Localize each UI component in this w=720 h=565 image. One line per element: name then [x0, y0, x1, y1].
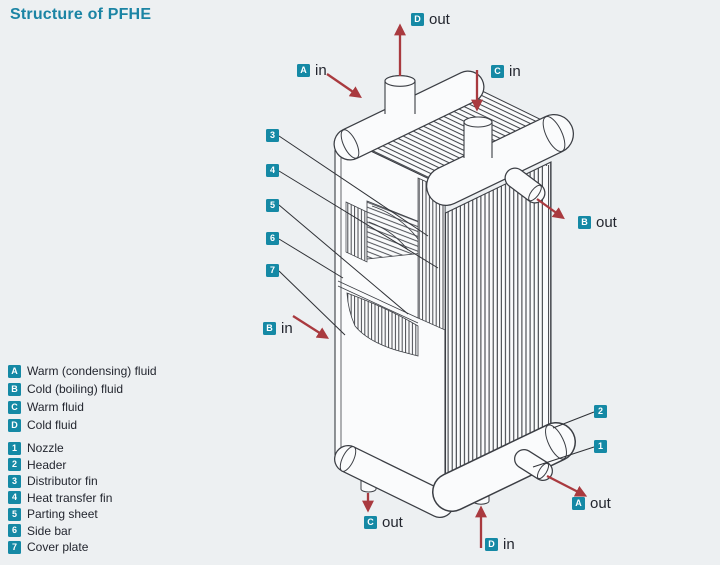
legend-fluid-row-d: D Cold fluid: [8, 418, 157, 432]
bottom-right-header: [432, 422, 576, 512]
legend-parts: 1 Nozzle 2 Header 3 Distributor fin 4 He…: [8, 441, 112, 557]
stream-badge-b: B: [578, 216, 591, 229]
callout-badge-7: 7: [266, 264, 279, 277]
flow-label-a-out: A out: [572, 495, 611, 512]
legend-part-row-2: 2 Header: [8, 458, 112, 472]
legend-part-row-6: 6 Side bar: [8, 524, 112, 538]
legend-fluid-row-b: B Cold (boiling) fluid: [8, 382, 157, 396]
top-left-header: [333, 70, 485, 161]
callout-badge-1: 1: [594, 440, 607, 453]
legend-label: Cold fluid: [27, 418, 78, 432]
callout-badge-6: 6: [266, 232, 279, 245]
flow-arrow-a-in: [326, 73, 362, 99]
callout-badge-5: 5: [266, 199, 279, 212]
legend-fluid-row-a: A Warm (condensing) fluid: [8, 364, 157, 378]
stream-badge-a: A: [297, 64, 310, 77]
stream-badge-c: C: [491, 65, 504, 78]
flow-label-b-in: B in: [263, 320, 293, 337]
legend-key-badge: 6: [8, 524, 21, 537]
flow-direction-label: in: [509, 63, 521, 80]
stream-badge-c: C: [364, 516, 377, 529]
legend-part-row-7: 7 Cover plate: [8, 540, 112, 554]
flow-direction-label: out: [590, 495, 611, 512]
legend-part-row-5: 5 Parting sheet: [8, 507, 112, 521]
legend-part-row-1: 1 Nozzle: [8, 441, 112, 455]
legend-part-row-4: 4 Heat transfer fin: [8, 491, 112, 505]
legend-label: Distributor fin: [27, 474, 98, 488]
legend-fluids: A Warm (condensing) fluid B Cold (boilin…: [8, 364, 157, 436]
flow-label-c-out: C out: [364, 514, 403, 531]
legend-label: Warm (condensing) fluid: [27, 364, 157, 378]
flow-arrow-a-out: [546, 474, 588, 497]
legend-key-badge: 5: [8, 507, 21, 521]
side-bar-edge-band: [345, 201, 368, 263]
stream-badge-d: D: [485, 538, 498, 551]
flow-arrow-b-out: [536, 198, 565, 220]
flow-direction-label: out: [429, 11, 450, 28]
flow-direction-label: in: [503, 536, 515, 553]
legend-part-row-3: 3 Distributor fin: [8, 474, 112, 488]
legend-key-badge: C: [8, 400, 21, 414]
legend-key-badge: 4: [8, 491, 21, 504]
page-title: Structure of PFHE: [10, 6, 152, 23]
legend-label: Header: [27, 457, 67, 472]
legend-label: Side bar: [27, 523, 72, 538]
stream-badge-a: A: [572, 497, 585, 510]
flow-label-d-out: D out: [411, 11, 450, 28]
legend-fluid-row-c: C Warm fluid: [8, 400, 157, 414]
nozzle-c-in: [463, 116, 493, 158]
flow-label-d-in: D in: [485, 536, 515, 553]
legend-key-badge: 7: [8, 540, 21, 554]
callout-badge-2: 2: [594, 405, 607, 418]
legend-label: Cold (boiling) fluid: [27, 382, 124, 396]
legend-key-badge: 3: [8, 474, 21, 488]
legend-key-badge: D: [8, 418, 21, 432]
legend-key-badge: 2: [8, 458, 21, 471]
flow-direction-label: in: [315, 62, 327, 79]
top-right-header: [426, 114, 574, 206]
flow-arrows: [292, 23, 588, 548]
stream-badge-b: B: [263, 322, 276, 335]
bottom-left-header: [334, 445, 454, 518]
callout-leader-lines: [278, 135, 595, 468]
nozzle-b-out: [504, 167, 546, 204]
legend-label: Nozzle: [27, 441, 64, 455]
flow-label-c-in: C in: [491, 63, 521, 80]
flow-direction-label: in: [281, 320, 293, 337]
nozzle-a-out: [514, 449, 553, 481]
legend-key-badge: A: [8, 364, 21, 378]
stream-badge-d: D: [411, 13, 424, 26]
flow-direction-label: out: [382, 514, 403, 531]
legend-key-badge: 1: [8, 441, 21, 455]
legend-label: Cover plate: [27, 540, 89, 554]
flow-arrow-b-in: [292, 315, 330, 339]
legend-label: Heat transfer fin: [27, 490, 113, 505]
flow-label-a-in: A in: [297, 62, 327, 79]
legend-label: Parting sheet: [27, 507, 98, 521]
fin-band-cut-curve: [346, 292, 419, 357]
callout-badge-4: 4: [266, 164, 279, 177]
legend-key-badge: B: [8, 382, 21, 396]
callout-badge-3: 3: [266, 129, 279, 142]
flow-label-b-out: B out: [578, 214, 617, 231]
flow-direction-label: out: [596, 214, 617, 231]
nozzle-d-out: [384, 75, 416, 114]
legend-label: Warm fluid: [27, 400, 84, 414]
right-fin-face: [444, 161, 552, 485]
distributor-fin-cutaway: [366, 200, 434, 260]
